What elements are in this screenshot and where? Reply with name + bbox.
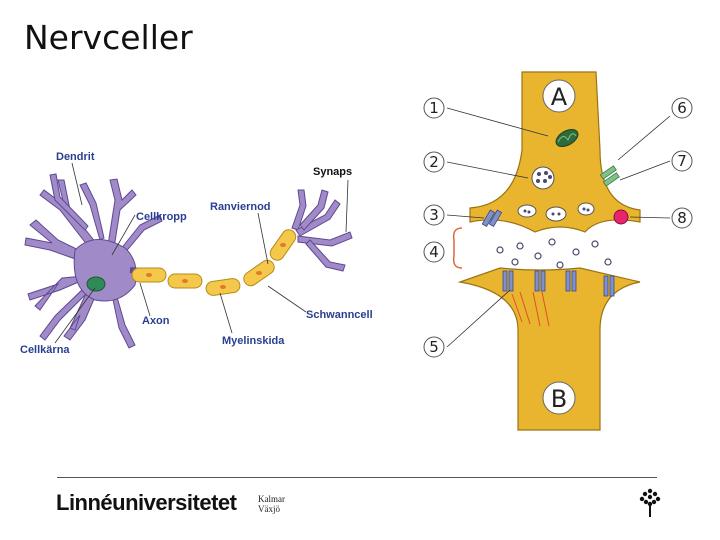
neurotransmitters xyxy=(496,238,612,269)
marker-7: 7 xyxy=(677,152,687,170)
marker-1: 1 xyxy=(429,99,439,117)
cleft-bracket xyxy=(452,227,463,269)
marker-3: 3 xyxy=(429,206,439,224)
ion-channel xyxy=(481,209,503,227)
city-kalmar: Kalmar xyxy=(258,494,285,504)
terminal-b-marker xyxy=(542,381,576,415)
number-markers: 1 2 3 4 5 6 7 8 xyxy=(423,97,693,358)
signal-arrows xyxy=(511,291,550,327)
autoreceptor xyxy=(599,165,620,187)
marker-8: 8 xyxy=(677,209,687,227)
cell-nucleus xyxy=(86,276,106,292)
vesicle-cluster xyxy=(531,166,555,190)
label-cellkarna: Cellkärna xyxy=(20,344,70,356)
tree-logo-icon xyxy=(639,488,661,517)
marker-6: 6 xyxy=(677,99,687,117)
label-axon: Axon xyxy=(142,315,170,327)
synapse-diagram: A B xyxy=(423,71,693,431)
myelin-segments xyxy=(131,229,297,296)
label-ranviernod: Ranviernod xyxy=(210,201,271,213)
slide-title: Nervceller xyxy=(24,18,193,57)
label-schwanncell: Schwanncell xyxy=(306,309,373,321)
city-vaxjo: Växjö xyxy=(258,504,280,514)
schwann-nuclei xyxy=(146,243,286,289)
terminal-b-letter: B xyxy=(551,385,567,413)
synapse-leader-lines xyxy=(446,107,671,348)
university-logo: Linnéuniversitetet xyxy=(56,490,237,515)
postsynaptic-terminal xyxy=(457,267,641,431)
marker-5: 5 xyxy=(429,338,439,356)
terminal-a-marker xyxy=(542,79,576,113)
postsynaptic-receptors xyxy=(502,270,615,297)
marker-2: 2 xyxy=(429,153,439,171)
label-synaps: Synaps xyxy=(313,166,352,178)
axon-terminals xyxy=(291,189,353,272)
label-myelinskida: Myelinskida xyxy=(222,335,285,347)
neuron-diagram: Dendrit Cellkropp Ranviernod Synaps Axon… xyxy=(20,151,373,356)
marker-4: 4 xyxy=(429,243,439,261)
university-cities: Kalmar Växjö xyxy=(258,494,285,514)
footer-divider xyxy=(57,477,657,478)
label-cellkropp: Cellkropp xyxy=(136,211,187,223)
dendrites xyxy=(24,173,163,349)
reuptake-transporter xyxy=(613,209,629,225)
neuron-leader-lines xyxy=(54,162,349,344)
presynaptic-terminal xyxy=(469,71,641,233)
label-dendrit: Dendrit xyxy=(56,151,95,163)
terminal-a-letter: A xyxy=(551,83,568,111)
